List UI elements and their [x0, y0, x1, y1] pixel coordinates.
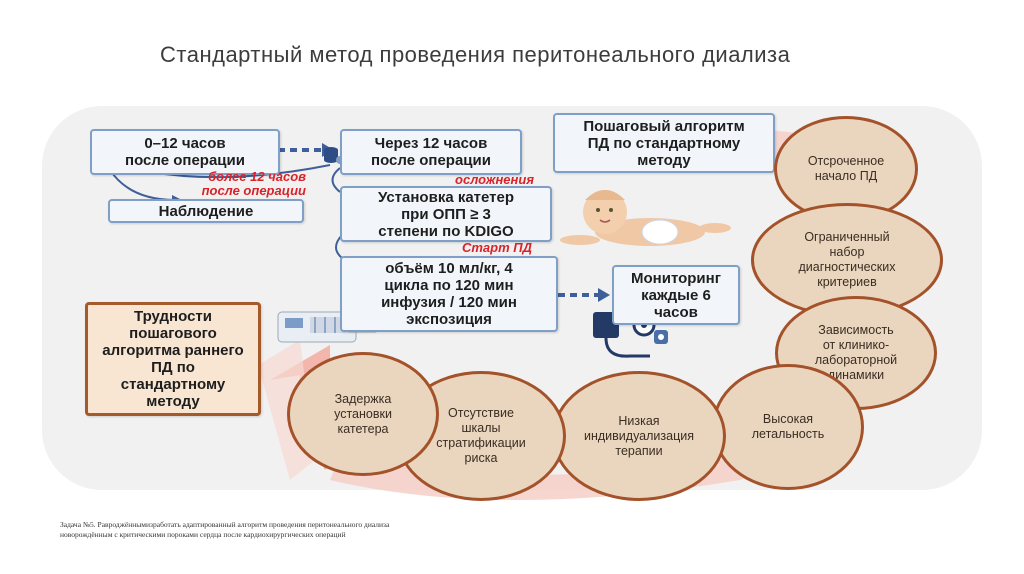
circle-low-individualization: Низкая индивидуализация терапии [552, 371, 726, 501]
label-start-pd: Старт ПД [461, 240, 532, 255]
box-catheter-install: Установка катетер при ОПП ≥ 3 степени по… [340, 186, 552, 242]
box-0-12-hours: 0–12 часов после операции [90, 129, 280, 175]
box-dialysis-volume: объём 10 мл/кг, 4 цикла по 120 мин инфуз… [340, 256, 558, 332]
box-after-12-hours: Через 12 часов после операции [340, 129, 522, 175]
slide-title: Стандартный метод проведения перитонеаль… [160, 42, 791, 67]
dashed-arrow-monitoring [558, 288, 610, 302]
circle-high-mortality: Высокая летальность [712, 364, 864, 490]
box-stepwise-algorithm: Пошаговый алгоритм ПД по стандартному ме… [553, 113, 775, 173]
box-monitoring: Мониторинг каждые 6 часов [612, 265, 740, 325]
label-more-than-12-hours: более 12 часов после операции [201, 169, 306, 198]
circle-catheter-delay: Задержка установки катетера [287, 352, 439, 476]
box-observation: Наблюдение [108, 199, 304, 223]
baby-illustration [560, 190, 731, 246]
box-difficulties: Трудности пошагового алгоритма раннего П… [85, 302, 261, 416]
footnote: Задача №5. Равроджённымизработать адапти… [60, 520, 390, 539]
label-complications: осложнения [455, 172, 534, 187]
arrow-to-catheter [331, 167, 341, 193]
